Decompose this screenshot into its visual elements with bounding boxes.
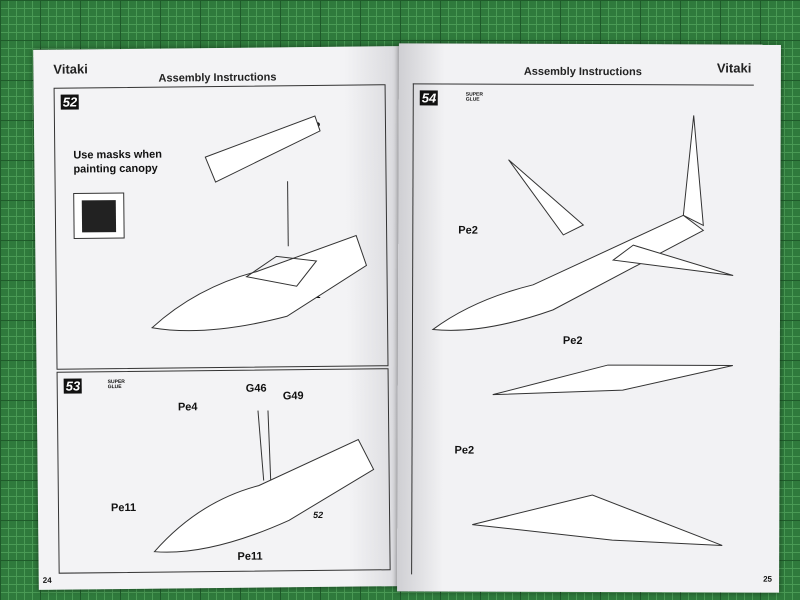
- step-52-panel: 52 Use masks when painting canopy E2 51: [53, 84, 389, 370]
- canopy-drawing: [73, 115, 368, 332]
- page-number: 25: [763, 574, 773, 584]
- vitaki-logo: Vitaki: [53, 61, 88, 77]
- left-page: Vitaki Assembly Instructions 52 Use mask…: [33, 46, 405, 590]
- cockpit-drawing: [153, 410, 375, 553]
- aircraft-drawing: [431, 115, 734, 546]
- right-page: Assembly Instructions Vitaki 54 SUPER GL…: [397, 43, 781, 593]
- page-header: Assembly Instructions: [158, 71, 277, 85]
- page-number: 24: [42, 575, 52, 585]
- step-54-panel: 54 SUPER GLUE Pe2 Pe2 Pe2: [411, 83, 754, 576]
- vitaki-logo: Vitaki: [716, 60, 752, 76]
- step-53-panel: 53 SUPER GLUE Pe4 G46 G49 Pe11 Pe11 52: [56, 368, 391, 574]
- page-header: Assembly Instructions: [523, 65, 642, 79]
